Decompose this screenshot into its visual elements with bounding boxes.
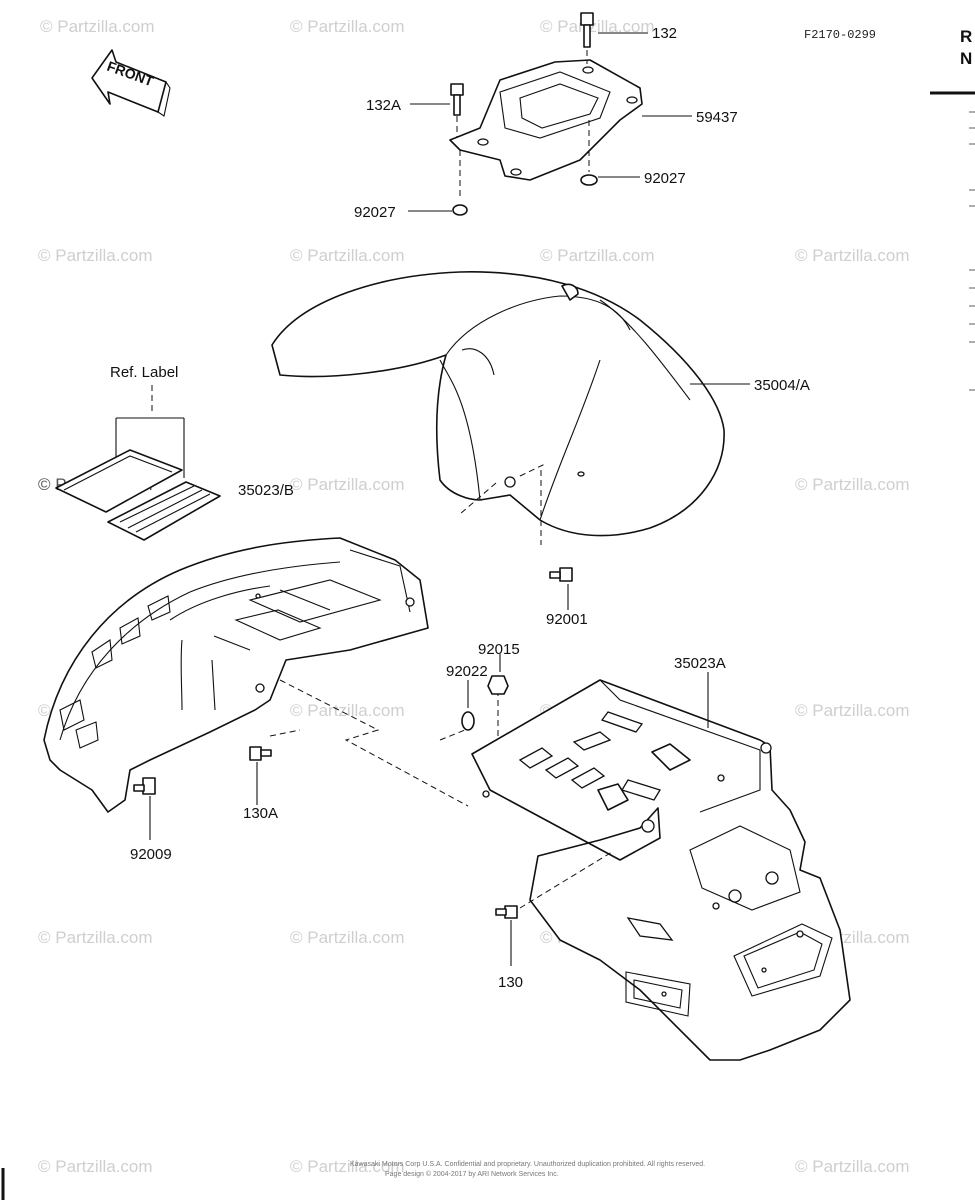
nut-92027 bbox=[452, 120, 598, 216]
watermark: © Partzilla.com bbox=[290, 1157, 405, 1176]
guide-line bbox=[519, 851, 613, 909]
callout-layer: 132 132A 59437 92027 92027 35004/A 35023… bbox=[130, 25, 810, 991]
callout-label: 92009 bbox=[130, 846, 172, 863]
guide-line bbox=[279, 679, 469, 807]
watermark: © Partzilla.com bbox=[290, 246, 405, 265]
bolt-92001 bbox=[549, 567, 573, 610]
watermark: © Partzilla.com bbox=[290, 17, 405, 36]
footer-line: Kawasaki Motors Corp U.S.A. Confidential… bbox=[350, 1161, 705, 1168]
bolt-132A bbox=[450, 83, 464, 138]
ref-label-group: Ref. Label bbox=[55, 364, 221, 541]
watermark: © Partzilla.com bbox=[40, 17, 155, 36]
bolt-132 bbox=[580, 12, 594, 64]
callout-label: 92001 bbox=[546, 611, 588, 628]
rear-fender-rear bbox=[471, 679, 851, 1061]
watermark: © Partzilla.com bbox=[795, 1157, 910, 1176]
front-fender bbox=[271, 271, 725, 537]
washer-92022 bbox=[461, 680, 475, 731]
watermark: © Partzilla.com bbox=[540, 17, 655, 36]
watermark: © Partzilla.com bbox=[795, 246, 910, 265]
bolt-130 bbox=[495, 905, 518, 966]
callout-label: 59437 bbox=[696, 109, 738, 126]
callout-label: 130A bbox=[243, 805, 278, 822]
callout-label: 35023/B bbox=[238, 482, 294, 499]
watermark: © Partzilla.com bbox=[290, 928, 405, 947]
callout-label: 92027 bbox=[644, 170, 686, 187]
watermark: © Partzilla.com bbox=[38, 1157, 153, 1176]
rear-fender-front bbox=[43, 537, 429, 813]
grommet-92009 bbox=[133, 777, 156, 840]
watermark: © Partzilla.com bbox=[290, 475, 405, 494]
watermark: © Partzilla.com bbox=[540, 246, 655, 265]
callout-label: 92015 bbox=[478, 641, 520, 658]
edge-marks bbox=[969, 111, 975, 391]
callout-label: 35023A bbox=[674, 655, 726, 672]
callout-label: 132A bbox=[366, 97, 401, 114]
bolt-130A bbox=[249, 746, 272, 805]
callout-label: 92027 bbox=[354, 204, 396, 221]
watermark: © Partzilla.com bbox=[38, 246, 153, 265]
front-arrow: FRONT bbox=[91, 49, 171, 117]
watermark: © Partzilla.com bbox=[290, 701, 405, 720]
callout-label: 130 bbox=[498, 974, 523, 991]
callout-label: 92022 bbox=[446, 663, 488, 680]
watermark: © Partzilla.com bbox=[38, 928, 153, 947]
footer-line: Page design © 2004-2017 by ARI Network S… bbox=[385, 1170, 559, 1178]
bracket-plate bbox=[449, 59, 643, 181]
callout-label: 132 bbox=[652, 25, 677, 42]
watermark: © Partzilla.com bbox=[795, 475, 910, 494]
figure-code: F2170-0299 bbox=[804, 28, 876, 42]
watermark: © Partzilla.com bbox=[795, 701, 910, 720]
callout-label: 35004/A bbox=[754, 377, 810, 394]
nut-92015 bbox=[487, 654, 509, 695]
guide-line bbox=[519, 463, 546, 477]
guide-line bbox=[269, 729, 301, 737]
edge-letter: N bbox=[960, 49, 972, 68]
ref-label-text: Ref. Label bbox=[110, 364, 178, 381]
guide-line bbox=[459, 482, 497, 515]
edge-letter: R bbox=[960, 27, 972, 46]
